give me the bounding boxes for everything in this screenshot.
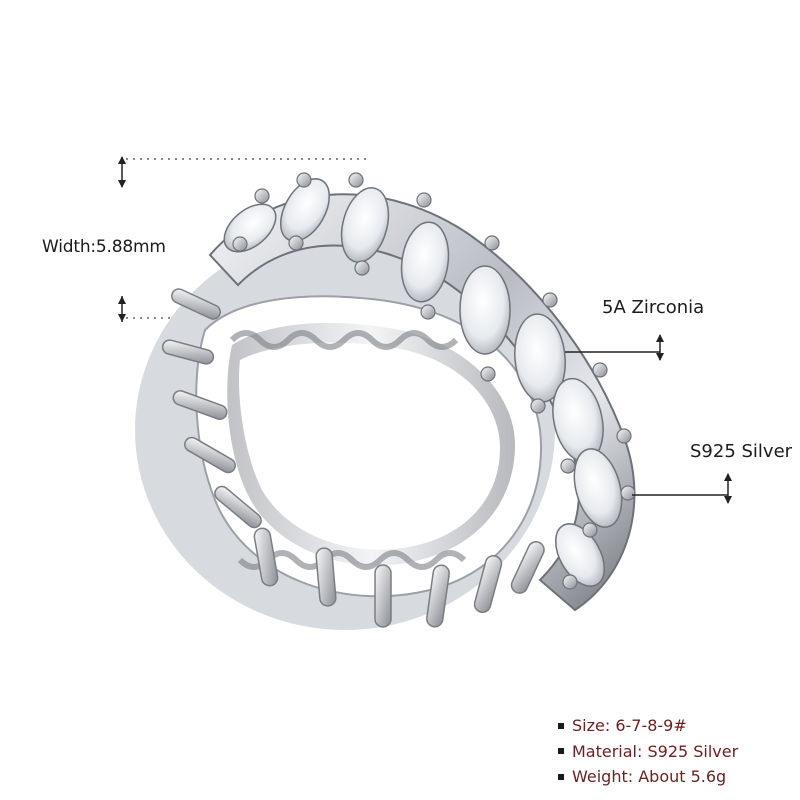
spec-size-text: Size: 6-7-8-9# (572, 716, 687, 735)
bullet-icon (558, 773, 564, 780)
spec-item-weight: Weight: About 5.6g (558, 764, 738, 790)
zirconia-callout-line (565, 334, 664, 361)
spec-item-material: Material: S925 Silver (558, 739, 738, 765)
width-label: Width:5.88mm (42, 237, 166, 257)
zirconia-callout-label: 5A Zirconia (602, 297, 705, 318)
marquise-stones (223, 178, 623, 587)
ring-inner-band (135, 230, 555, 630)
bullet-icon (558, 748, 564, 754)
bullet-icon (558, 722, 564, 729)
front-prongs (232, 172, 636, 590)
silver-callout-label: S925 Silver (690, 441, 793, 462)
spec-weight-text: Weight: About 5.6g (572, 767, 727, 786)
back-prongs (161, 288, 545, 628)
spec-list: Size: 6-7-8-9# Material: S925 Silver Wei… (558, 713, 738, 790)
silver-callout-line (632, 473, 732, 504)
spec-material-text: Material: S925 Silver (572, 741, 739, 761)
spec-item-size: Size: 6-7-8-9# (558, 713, 738, 739)
